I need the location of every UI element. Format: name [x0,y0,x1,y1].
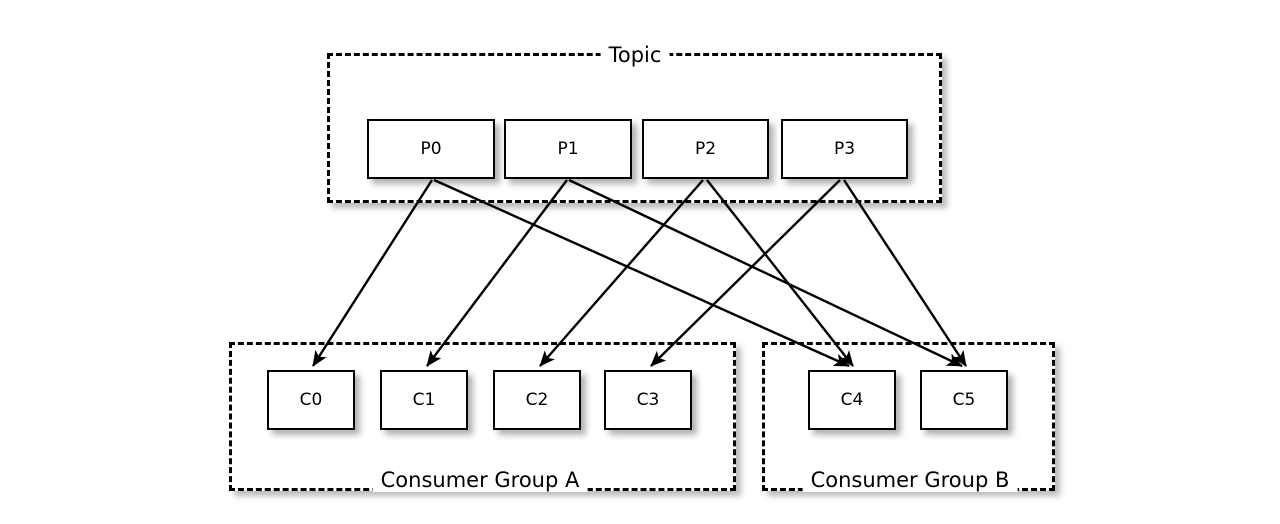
consumer-label: C5 [952,390,976,410]
partition-label: P0 [420,139,442,159]
consumer-c5[interactable]: C5 [920,370,1008,430]
partition-label: P2 [694,139,717,159]
consumer-group-a-label: Consumer Group A [372,468,588,492]
partition-p0[interactable]: P0 [367,119,495,179]
partition-p3[interactable]: P3 [781,119,908,179]
edge-p3-to-c5 [842,179,968,367]
topic-label: Topic [600,43,670,67]
partition-label: P3 [833,139,856,159]
edge-p2-to-c2 [539,179,704,367]
consumer-label: C1 [412,390,436,410]
consumer-label: C2 [525,390,549,410]
edge-p1-to-c1 [426,179,568,367]
partition-p2[interactable]: P2 [642,119,769,179]
consumer-c2[interactable]: C2 [493,370,581,430]
consumer-c0[interactable]: C0 [267,370,355,430]
consumer-c4[interactable]: C4 [808,370,896,430]
edge-p1-to-c5 [568,178,963,368]
partition-label: P1 [557,139,579,159]
edge-p3-to-c3 [650,179,841,367]
consumer-label: C4 [840,390,864,410]
edge-p0-to-c4 [433,178,850,368]
partition-p1[interactable]: P1 [504,119,632,179]
consumer-label: C3 [636,390,660,410]
consumer-label: C0 [299,390,323,410]
edge-p2-to-c4 [706,179,854,367]
consumer-c1[interactable]: C1 [380,370,468,430]
edge-p0-to-c0 [311,179,434,367]
consumer-c3[interactable]: C3 [604,370,692,430]
consumer-group-b-label: Consumer Group B [802,468,1018,492]
